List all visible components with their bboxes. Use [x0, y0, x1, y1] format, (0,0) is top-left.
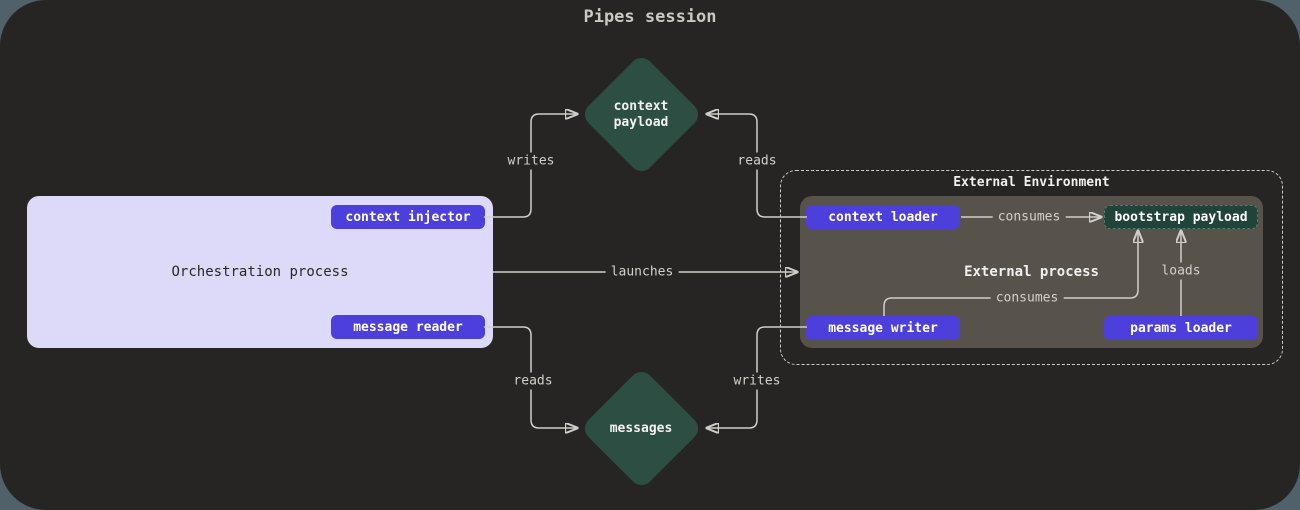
params-loader-node: params loader — [1104, 316, 1258, 340]
edge-label-loads: loads — [1156, 262, 1206, 280]
context-loader-node: context loader — [806, 205, 960, 229]
edge-label-reads-bottom: reads — [508, 372, 558, 390]
messages-label: messages — [609, 420, 673, 436]
edge-label-writes-top: writes — [502, 152, 560, 170]
edge-label-consumes-bottom: consumes — [990, 289, 1064, 307]
orchestration-process-box: Orchestration process context injector m… — [27, 196, 493, 348]
diagram-title: Pipes session — [583, 7, 717, 27]
message-reader-node: message reader — [331, 315, 485, 339]
external-environment-box: External Environment — [780, 170, 1283, 365]
edge-label-reads-top: reads — [732, 152, 782, 170]
context-payload-label: context payload — [613, 98, 669, 130]
orchestration-process-label: Orchestration process — [171, 264, 349, 280]
edge-label-launches: launches — [605, 263, 679, 281]
bootstrap-payload-node: bootstrap payload — [1104, 205, 1258, 229]
message-writer-node: message writer — [806, 316, 960, 340]
edge-label-writes-bottom: writes — [728, 372, 786, 390]
external-environment-label: External Environment — [953, 175, 1110, 190]
context-injector-node: context injector — [331, 205, 485, 229]
edge-label-consumes-top: consumes — [992, 208, 1066, 226]
external-process-label: External process — [964, 264, 1099, 280]
